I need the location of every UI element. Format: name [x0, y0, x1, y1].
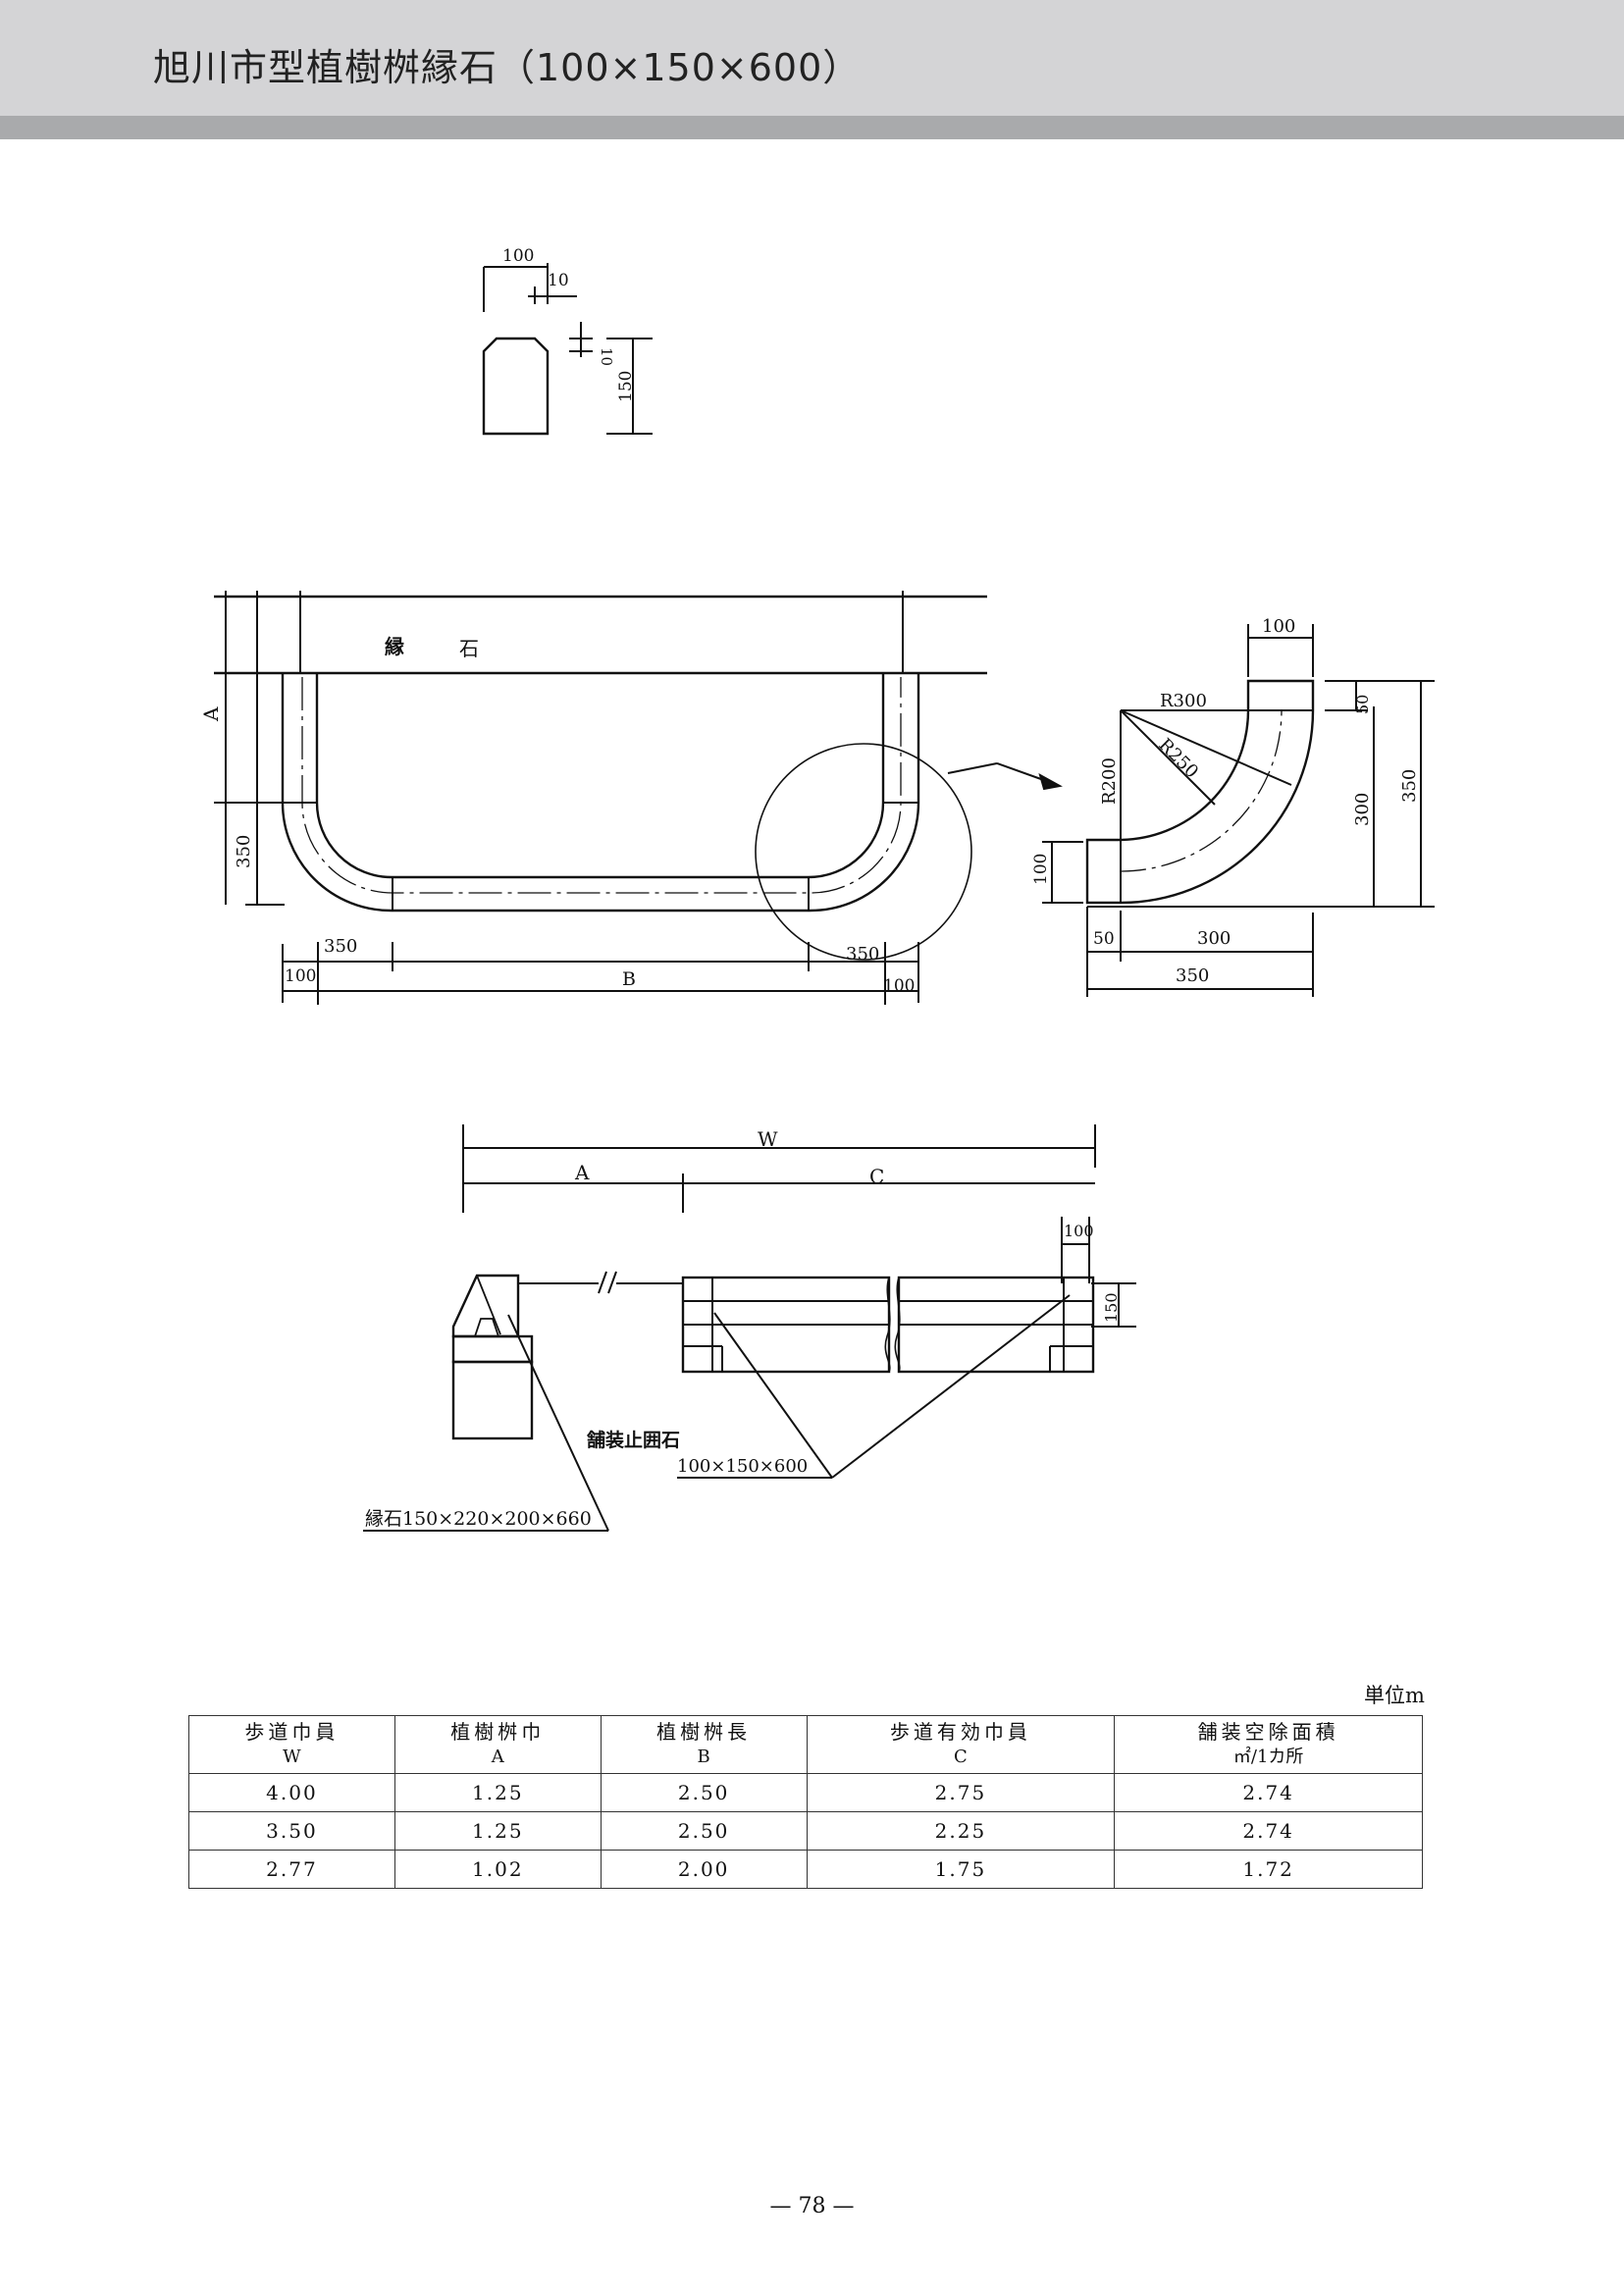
- corner-dim-100-top: 100: [1262, 616, 1295, 637]
- table-cell: 3.50: [188, 1811, 395, 1851]
- table-cell: 1.75: [806, 1850, 1116, 1889]
- plan-label-curb-2: 石: [459, 637, 479, 660]
- corner-dim-300-bottom: 300: [1197, 928, 1231, 949]
- section-dim-150: 150: [616, 371, 636, 402]
- corner-dim-50-right: 50: [1353, 695, 1372, 714]
- table-cell: 2.00: [600, 1850, 808, 1889]
- table-cell: 2.74: [1114, 1773, 1423, 1812]
- page-title: 旭川市型植樹桝縁石（100×150×600）: [153, 46, 862, 89]
- plan-drawing: 縁 石 A 350: [199, 591, 1063, 1005]
- elev-label-paving-stop: 舗装止囲石: [586, 1429, 680, 1451]
- table-cell: 1.25: [393, 1811, 602, 1851]
- section-dim-100: 100: [502, 246, 534, 266]
- corner-dim-300-right: 300: [1352, 793, 1373, 826]
- table-cell: 2.25: [806, 1811, 1116, 1851]
- table-cell: 2.75: [806, 1773, 1116, 1812]
- plan-dim-a: A: [199, 706, 223, 722]
- corner-dim-100-left: 100: [1031, 854, 1051, 885]
- corner-dim-50-bottom: 50: [1093, 929, 1115, 949]
- corner-detail: R300 R250 R200 100 50 300 350 100 50 300…: [1031, 616, 1435, 997]
- table-cell: 2.50: [600, 1773, 808, 1812]
- table-cell: 1.72: [1114, 1850, 1423, 1889]
- plan-label-curb-1: 縁: [385, 635, 404, 658]
- table-row: 2.77 1.02 2.00 1.75 1.72: [188, 1850, 1423, 1889]
- table-cell: 2.77: [188, 1850, 395, 1889]
- table-cell: 1.02: [393, 1850, 602, 1889]
- section-dim-10b: 10: [598, 347, 615, 366]
- corner-dim-350-bottom: 350: [1176, 965, 1209, 986]
- plan-dim-100-right: 100: [883, 976, 915, 996]
- table-cell: 2.50: [600, 1811, 808, 1851]
- unit-label: 単位m: [1364, 1684, 1425, 1707]
- corner-r300: R300: [1160, 691, 1207, 711]
- table-cell: 2.74: [1114, 1811, 1423, 1851]
- table-cell: 1.25: [393, 1773, 602, 1812]
- plan-dim-350-side: 350: [234, 835, 254, 868]
- elev-dim-100: 100: [1064, 1222, 1094, 1240]
- corner-r250: R250: [1154, 735, 1202, 783]
- section-dim-10a: 10: [548, 271, 569, 290]
- header-stripe: [0, 116, 1624, 139]
- plan-dim-350-right: 350: [846, 944, 879, 965]
- header-band: [0, 0, 1624, 116]
- plan-dim-b: B: [622, 968, 636, 990]
- table-cell: 4.00: [188, 1773, 395, 1812]
- elev-label-paving-stop-size: 100×150×600: [677, 1456, 808, 1477]
- table-row: 3.50 1.25 2.50 2.25 2.74: [188, 1811, 1423, 1851]
- page-number: — 78 —: [769, 2194, 855, 2218]
- table-row: 4.00 1.25 2.50 2.75 2.74: [188, 1773, 1423, 1812]
- elev-dim-a: A: [574, 1161, 590, 1184]
- elev-label-curb: 縁石150×220×200×660: [365, 1508, 592, 1530]
- corner-dim-350-right: 350: [1399, 769, 1420, 803]
- corner-r200: R200: [1099, 757, 1120, 805]
- elevation-drawing: W A C 100 150: [363, 1124, 1136, 1532]
- elev-dim-w: W: [758, 1127, 778, 1151]
- section-drawing: 100 10 10 150: [482, 246, 653, 436]
- elev-dim-c: C: [869, 1165, 884, 1188]
- plan-dim-100-left: 100: [285, 966, 316, 986]
- plan-dim-350-left: 350: [324, 936, 357, 957]
- elev-dim-150: 150: [1102, 1292, 1121, 1323]
